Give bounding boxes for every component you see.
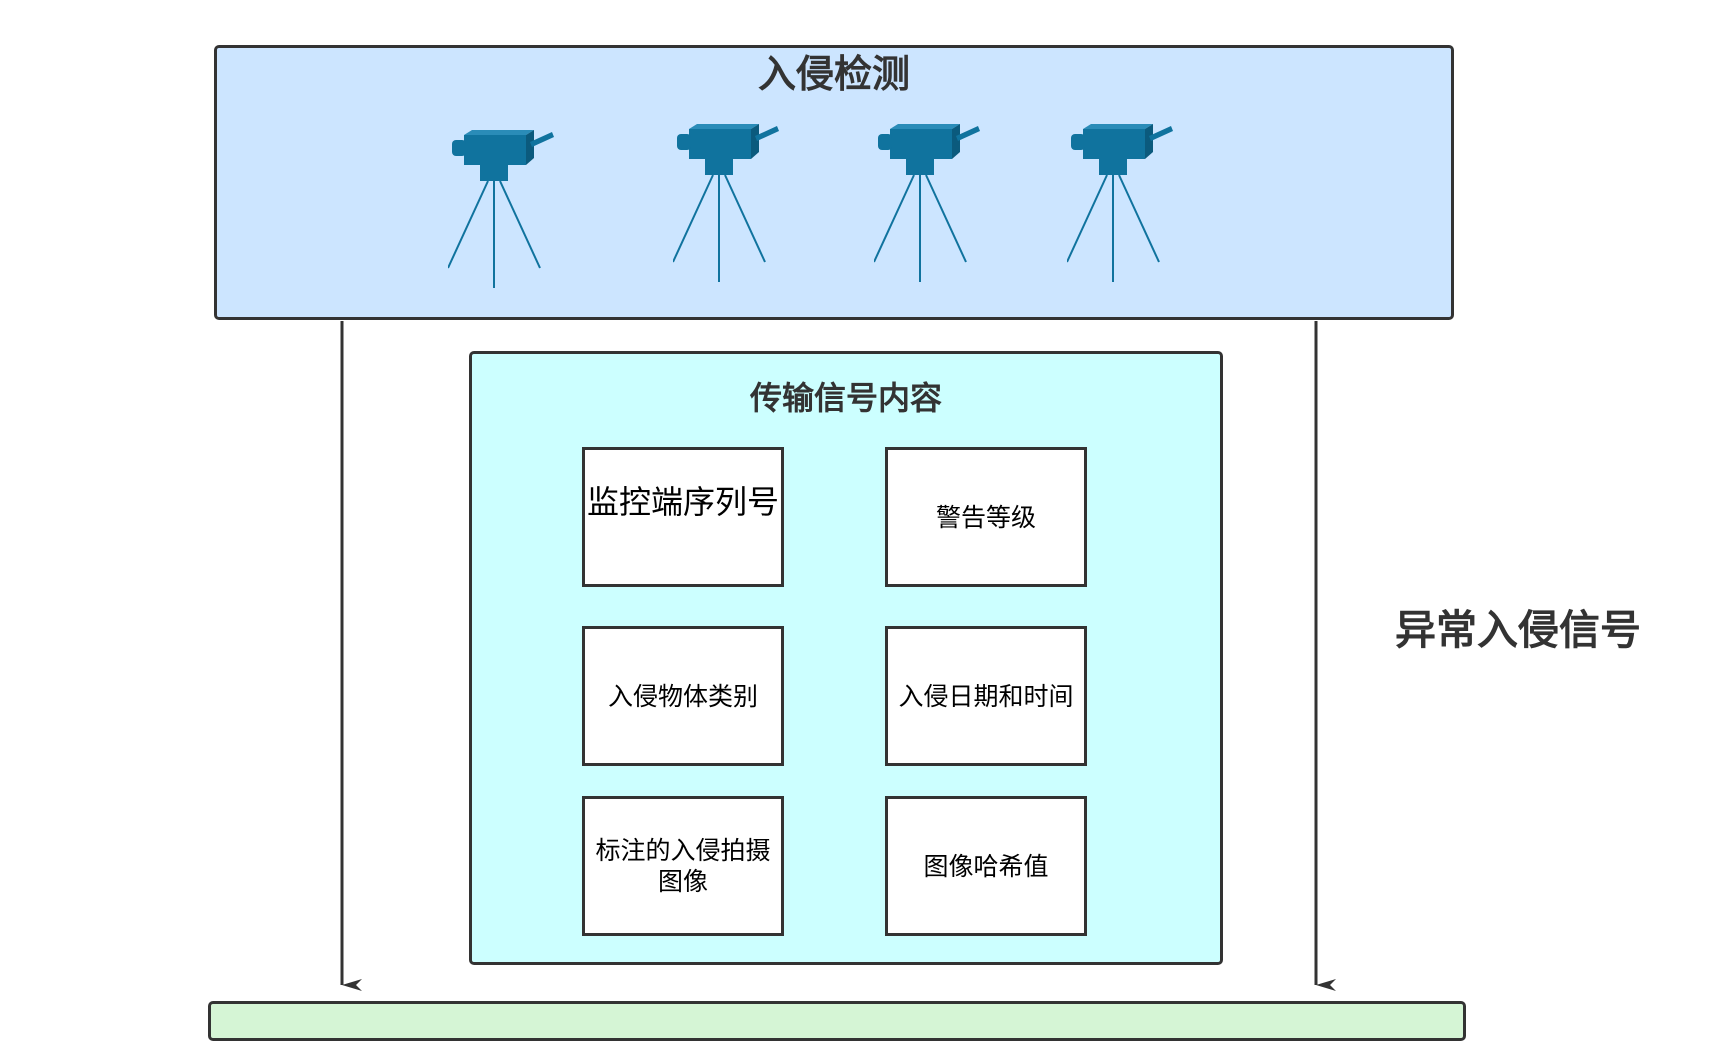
camera-icon-1 (448, 130, 554, 288)
camera-icon-2 (673, 124, 779, 282)
bottom-panel (208, 1001, 1466, 1041)
abnormal-intrusion-signal-label: 异常入侵信号 (1395, 606, 1641, 654)
field-image-hash: 图像哈希值 (885, 796, 1087, 936)
intrusion-detection-panel (214, 45, 1454, 320)
field-warning-level: 警告等级 (885, 447, 1087, 587)
field-monitor-serial: 监控端序列号 (582, 447, 784, 587)
camera-icon-4 (1067, 124, 1173, 282)
signal-content-title: 传输信号内容 (749, 379, 942, 417)
field-object-category: 入侵物体类别 (582, 626, 784, 766)
field-annotated-image: 标注的入侵拍摄图像 (582, 796, 784, 936)
intrusion-detection-title: 入侵检测 (757, 52, 910, 96)
camera-icon-3 (874, 124, 980, 282)
field-intrusion-datetime: 入侵日期和时间 (885, 626, 1087, 766)
